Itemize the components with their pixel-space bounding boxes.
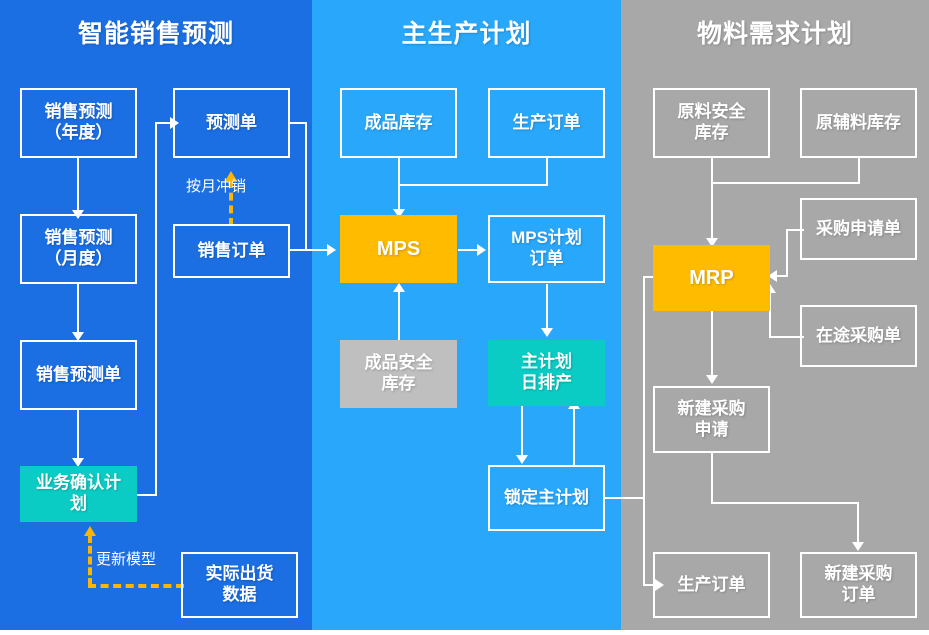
arrowhead-purchase-request-to-mrp (768, 270, 777, 282)
connector-into-mps-h (305, 249, 330, 251)
node-forecast-order-sheet[interactable]: 预测单 (173, 88, 290, 158)
arrowhead-forecast-sheet-to-confirm (72, 458, 84, 467)
node-master-plan-daily-schedule[interactable]: 主计划 日排产 (488, 340, 605, 406)
connector-purchase-request-out (786, 229, 804, 231)
arrowhead-into-mps (327, 244, 336, 256)
node-new-purchase-request[interactable]: 新建采购 申请 (653, 386, 770, 453)
connector-in-transit-up (769, 292, 771, 338)
connector-mps-plan-to-daily-schedule (546, 284, 548, 332)
arrowhead-in-transit-to-mrp (764, 284, 776, 293)
connector-daily-schedule-to-lock (521, 406, 523, 458)
connector-shipment-to-confirm-h (88, 584, 184, 588)
node-mps-plan-order[interactable]: MPS计划 订单 (488, 215, 605, 283)
connector-lock-to-daily-schedule (573, 408, 575, 466)
connector-forecast-sheet-to-confirm (77, 410, 79, 462)
connector-raw-safety-to-mrp (711, 158, 713, 246)
connector-lock-to-mrp-v (643, 277, 645, 499)
arrowhead-into-production-order (655, 579, 664, 591)
arrowhead-safety-stock-to-mps (393, 283, 405, 292)
connector-raw-aux-join (711, 182, 860, 184)
panel-title-sales-forecast: 智能销售预测 (77, 20, 234, 48)
node-sales-forecast-year[interactable]: 销售预测 （年度） (20, 88, 137, 158)
arrowhead-mps-to-mps-plan-order (477, 244, 486, 256)
node-raw-material-safety-stock[interactable]: 原料安全 库存 (653, 88, 770, 158)
arrowhead-raw-safety-to-mrp (706, 238, 718, 247)
arrowhead-mrp-to-new-request (706, 375, 718, 384)
panel-title-master-production-schedule: 主生产计划 (401, 20, 532, 48)
connector-lock-to-production-order-v (643, 497, 645, 585)
connector-into-mrp-h (643, 276, 658, 278)
node-sales-order[interactable]: 销售订单 (173, 224, 290, 278)
panel-title-material-requirements-planning: 物料需求计划 (696, 20, 853, 48)
node-business-confirm-plan[interactable]: 业务确认计 划 (20, 466, 137, 522)
node-finished-goods-inventory[interactable]: 成品库存 (340, 88, 457, 158)
connector-raw-aux-down (858, 158, 860, 183)
connector-purchase-request-in (775, 275, 788, 277)
connector-new-request-across (711, 502, 858, 504)
node-production-order-mrp[interactable]: 生产订单 (653, 552, 770, 618)
node-sales-forecast-sheet[interactable]: 销售预测单 (20, 340, 137, 410)
connector-purchase-request-down (786, 229, 788, 276)
connector-sales-order-to-forecast-dashed (229, 180, 233, 226)
connector-production-order-join (398, 184, 548, 186)
connector-lock-to-production-order-h (643, 584, 658, 586)
connector-production-order-down (546, 158, 548, 185)
node-mps[interactable]: MPS (340, 215, 457, 283)
connector-shipment-to-confirm-v (88, 535, 92, 586)
connector-new-request-to-new-order (857, 502, 859, 546)
node-new-purchase-order[interactable]: 新建采购 订单 (800, 552, 917, 618)
node-mrp[interactable]: MRP (653, 245, 770, 311)
arrowhead-new-request-to-new-order (852, 542, 864, 551)
panel-master-production-schedule: 主生产计划 (312, 0, 621, 630)
connector-confirm-to-forecast-top (155, 122, 173, 124)
node-in-transit-purchase-order[interactable]: 在途采购单 (800, 305, 917, 367)
connector-confirm-to-forecast-h (136, 494, 156, 496)
edge-label-update-model: 更新模型 (96, 551, 157, 568)
connector-mps-to-mps-plan-order (458, 249, 480, 251)
connector-sales-order-out (289, 249, 306, 251)
node-production-order-mps[interactable]: 生产订单 (488, 88, 605, 158)
connector-forecast-sheet-down (305, 122, 307, 250)
arrowhead-sales-order-to-forecast (225, 171, 237, 181)
connector-new-request-down (711, 453, 713, 503)
connector-in-transit-out (769, 336, 804, 338)
node-sales-forecast-month[interactable]: 销售预测 （月度） (20, 214, 137, 284)
connector-lock-to-mrp-h (604, 497, 644, 499)
arrowhead-mps-plan-to-daily-schedule (541, 328, 553, 337)
node-purchase-request-form[interactable]: 采购申请单 (800, 198, 917, 260)
arrowhead-month-to-forecast-sheet (72, 332, 84, 341)
arrowhead-shipment-to-confirm (84, 526, 96, 536)
node-finished-goods-safety-stock[interactable]: 成品安全 库存 (340, 340, 457, 408)
connector-year-to-month (77, 158, 79, 214)
arrowhead-finished-inventory-to-mps (393, 209, 405, 218)
node-lock-master-plan[interactable]: 锁定主计划 (488, 465, 605, 531)
arrowhead-daily-schedule-to-lock (516, 455, 528, 464)
node-actual-shipment-data[interactable]: 实际出货 数据 (181, 552, 298, 618)
connector-mrp-to-new-request (711, 311, 713, 379)
connector-forecast-sheet-out (289, 122, 306, 124)
panel-material-requirements-planning: 物料需求计划 (621, 0, 929, 630)
connector-finished-inventory-down (398, 158, 400, 214)
connector-confirm-to-forecast-v (155, 123, 157, 496)
connector-safety-stock-to-mps (398, 290, 400, 342)
connector-month-to-forecast-sheet (77, 284, 79, 336)
edge-label-monthly-offset: 按月冲销 (186, 178, 247, 195)
node-raw-aux-material-inventory[interactable]: 原辅料库存 (800, 88, 917, 158)
